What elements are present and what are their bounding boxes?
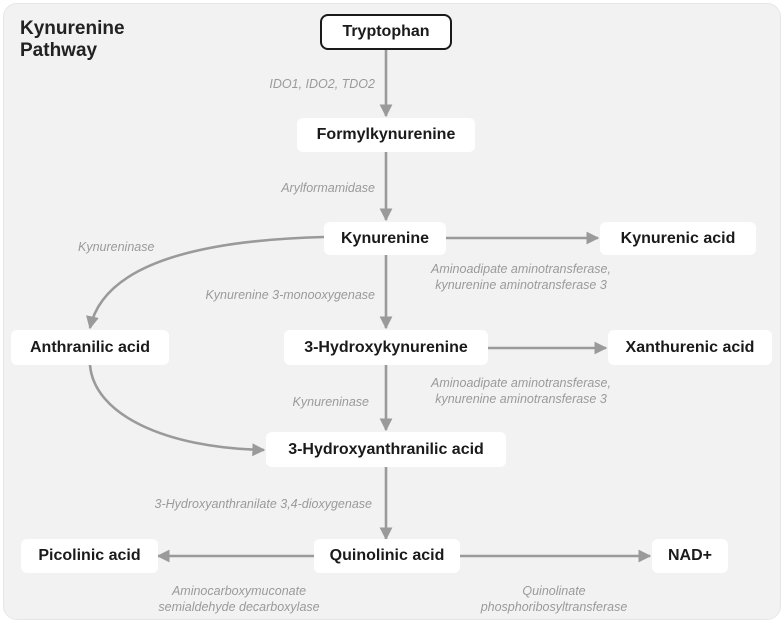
enzyme-kynurenine-3-monooxygenase: Kynurenine 3-monooxygenase xyxy=(205,288,375,302)
node-quinolinic-acid: Quinolinic acid xyxy=(314,539,460,573)
enzyme-aminotransferase-1: Aminoadipate aminotransferase, kynurenin… xyxy=(431,262,611,292)
enzyme-hydroxyanthranilate-dioxygenase: 3-Hydroxyanthranilate 3,4-dioxygenase xyxy=(154,497,373,511)
node-xanthurenic-acid: Xanthurenic acid xyxy=(608,330,772,365)
node-3-hydroxykynurenine: 3-Hydroxykynurenine xyxy=(284,330,488,365)
arrow-anthranilic-acid-to-hydroxyanthranilic-acid xyxy=(88,364,266,457)
node-kynurenic-acid: Kynurenic acid xyxy=(600,222,756,255)
enzyme-quinolinate-phosphoribosyltransferase: Quinolinate phosphoribosyltransferase xyxy=(480,584,628,614)
enzyme-kynureninase-1: Kynureninase xyxy=(78,240,155,254)
title-line-1: Kynurenine xyxy=(20,18,125,39)
diagram-canvas: Kynurenine Pathway Tryptophan Formylkynu… xyxy=(3,3,781,620)
node-formylkynurenine: Formylkynurenine xyxy=(297,118,475,152)
node-nad: NAD+ xyxy=(652,539,728,573)
arrow-kynurenine-to-anthranilic-acid xyxy=(86,235,325,330)
pathway-arrows xyxy=(86,50,652,563)
enzyme-aminotransferase-2: Aminoadipate aminotransferase, kynurenin… xyxy=(431,376,611,406)
node-anthranilic-acid: Anthranilic acid xyxy=(11,330,169,365)
enzyme-kynureninase-2: Kynureninase xyxy=(292,395,369,409)
enzyme-arylformamidase: Arylformamidase xyxy=(281,181,375,195)
title-line-2: Pathway xyxy=(20,40,98,61)
enzyme-ido-tdo: IDO1, IDO2, TDO2 xyxy=(269,77,375,91)
node-picolinic-acid: Picolinic acid xyxy=(21,539,158,573)
node-3-hydroxyanthranilic-acid: 3-Hydroxyanthranilic acid xyxy=(266,432,506,467)
node-kynurenine: Kynurenine xyxy=(324,222,446,255)
node-tryptophan: Tryptophan xyxy=(320,14,452,50)
enzyme-aminocarboxymuconate-decarboxylase: Aminocarboxymuconate semialdehyde decarb… xyxy=(158,584,320,614)
diagram-title: Kynurenine Pathway xyxy=(20,18,125,62)
